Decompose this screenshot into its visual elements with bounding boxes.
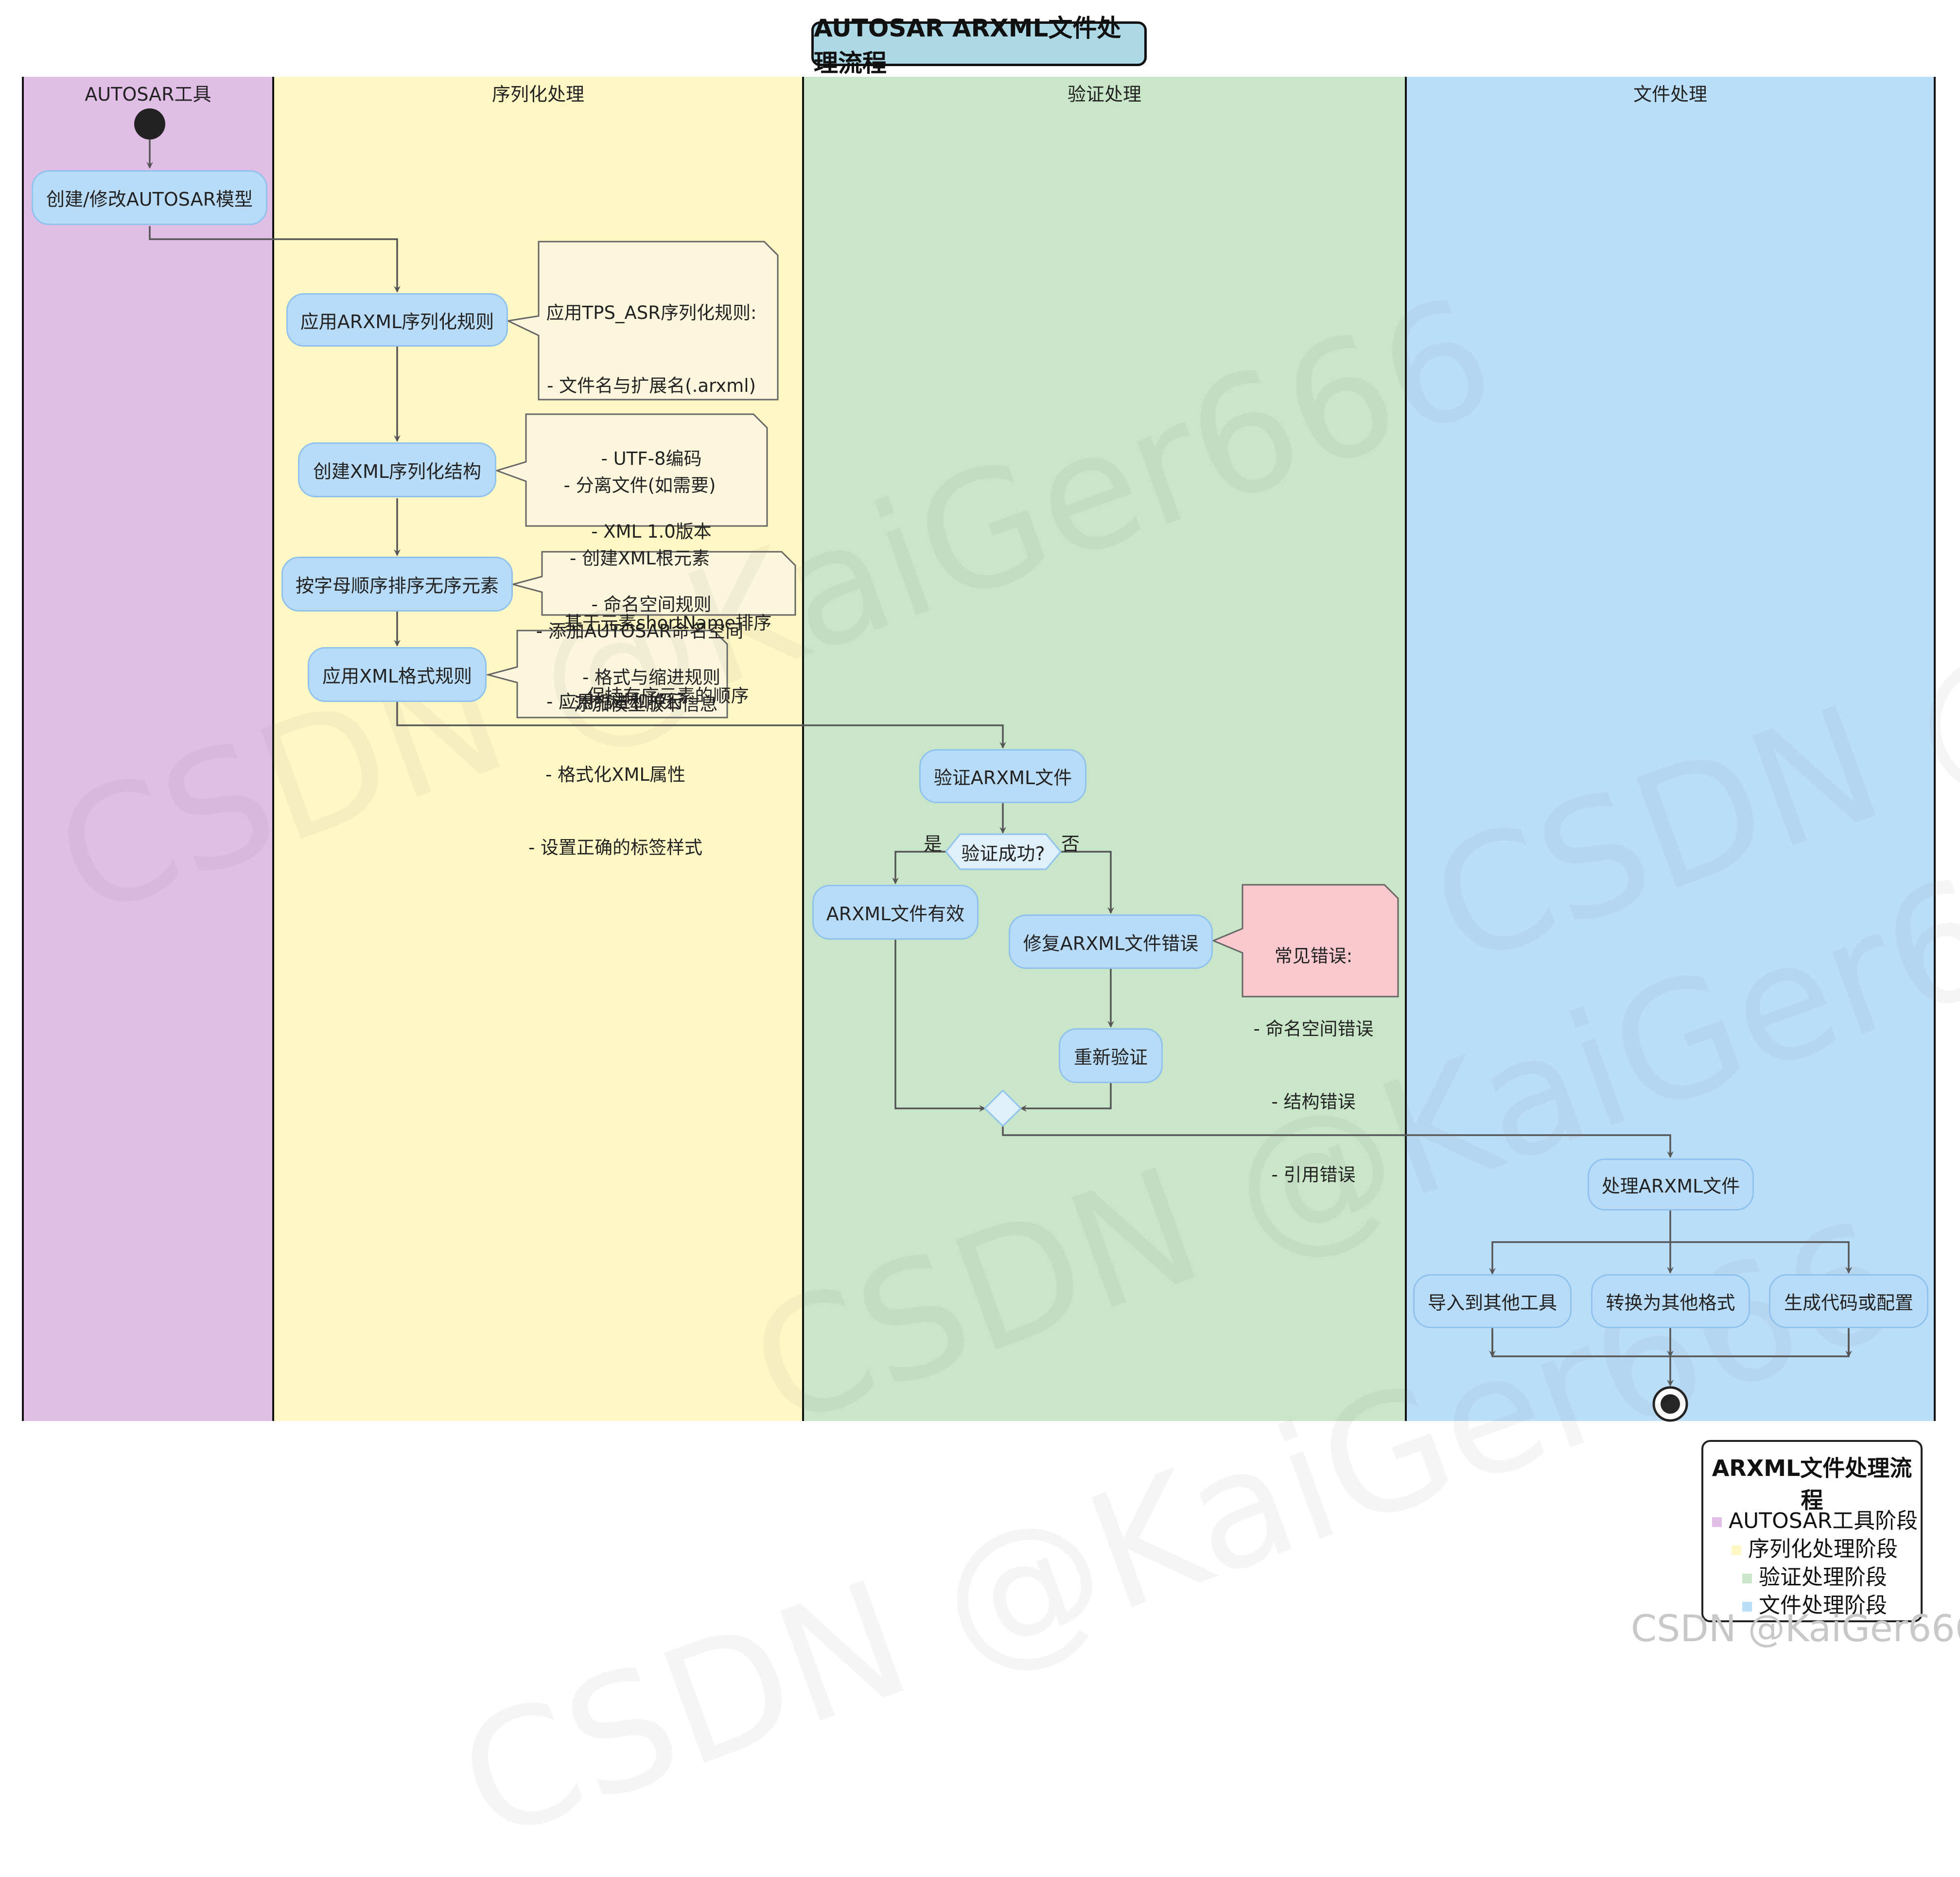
diagram-title: AUTOSAR ARXML文件处理流程: [811, 14, 1147, 77]
lane-label-autosar-tool: AUTOSAR工具: [85, 84, 211, 105]
note-rules-line: - 格式与缩进规则: [582, 667, 721, 688]
note-structure: - 分离文件(如需要) - 创建XML根元素 - 添加AUTOSAR命名空间 -…: [526, 418, 753, 770]
note-format-line: - 格式化XML属性: [545, 764, 685, 785]
legend-swatch-autosar-tool: [1712, 1517, 1722, 1527]
legend-swatch-validation: [1742, 1574, 1752, 1583]
lane-label-serialization: 序列化处理: [491, 84, 584, 105]
note-sort-line: - 基于元素shortName排序: [552, 613, 772, 633]
note-structure-line: - 添加模型版本信息: [561, 694, 718, 715]
legend-label: AUTOSAR工具阶段: [1729, 1509, 1918, 1533]
note-sort: - 基于元素shortName排序 - 保持有序元素的顺序: [542, 556, 782, 762]
legend-item-validation: 验证处理阶段: [1742, 1560, 1887, 1591]
decision-diamond: [945, 833, 1062, 870]
node-apply-format[interactable]: 应用XML格式规则: [308, 647, 487, 702]
note-errors-line: - 引用错误: [1271, 1164, 1356, 1185]
legend-label: 序列化处理阶段: [1748, 1537, 1898, 1561]
note-errors-line: - 命名空间错误: [1253, 1018, 1374, 1039]
node-apply-rules[interactable]: 应用ARXML序列化规则: [286, 293, 508, 347]
note-errors-line: - 结构错误: [1271, 1091, 1356, 1112]
note-rules-line: - 命名空间规则: [591, 594, 712, 615]
lane-validation: [803, 77, 1406, 1421]
note-rules-line: - XML 1.0版本: [591, 521, 712, 542]
legend-title: ARXML文件处理流程: [1712, 1455, 1912, 1513]
node-create-structure[interactable]: 创建XML序列化结构: [298, 442, 496, 497]
merge-diamond: [983, 1089, 1022, 1127]
legend-item-autosar-tool: AUTOSAR工具阶段: [1712, 1503, 1918, 1534]
legend: ARXML文件处理流程 AUTOSAR工具阶段 序列化处理阶段 验证处理阶段 文…: [1701, 1440, 1923, 1622]
start-node: [134, 108, 165, 140]
node-validate[interactable]: 验证ARXML文件: [919, 749, 1086, 803]
note-structure-shape: [494, 413, 768, 527]
footer-watermark: CSDN @KaiGer666: [1631, 1607, 1960, 1650]
note-rules-line: - 文件名与扩展名(.arxml): [547, 375, 756, 396]
note-rules: 应用TPS_ASR序列化规则: - 文件名与扩展名(.arxml) - UTF-…: [539, 246, 764, 743]
legend-label: 文件处理阶段: [1759, 1593, 1887, 1618]
note-rules-line: 应用TPS_ASR序列化规则:: [546, 302, 757, 323]
note-structure-line: - 添加AUTOSAR命名空间: [536, 621, 744, 642]
connectors: [146, 140, 1852, 1386]
diagram-canvas: [22, 77, 1936, 1422]
branch-label-no: 否: [1061, 833, 1080, 855]
node-process[interactable]: 处理ARXML文件: [1588, 1158, 1754, 1210]
note-format-line: - 应用缩进和换行: [546, 691, 685, 712]
note-format: - 应用缩进和换行 - 格式化XML属性 - 设置正确的标签样式: [517, 634, 714, 913]
branch-label-yes: 是: [924, 833, 943, 855]
lane-label-validation: 验证处理: [1067, 84, 1141, 105]
end-node-inner: [1661, 1394, 1680, 1414]
node-generate[interactable]: 生成代码或配置: [1769, 1274, 1928, 1328]
legend-item-serialization: 序列化处理阶段: [1732, 1531, 1898, 1562]
note-format-shape: [485, 630, 728, 719]
note-errors-line: 常见错误:: [1274, 946, 1353, 966]
lane-label-file-processing: 文件处理: [1633, 84, 1707, 105]
node-convert[interactable]: 转换为其他格式: [1591, 1274, 1750, 1328]
lane-autosar-tool: [23, 77, 273, 1421]
lane-dividers: [22, 77, 1936, 1421]
note-rules-shape: [505, 241, 779, 401]
decision-label: 验证成功?: [961, 842, 1045, 864]
note-errors: 常见错误: - 命名空间错误 - 结构错误 - 引用错误: [1242, 889, 1384, 1241]
node-sort-elements[interactable]: 按字母顺序排序无序元素: [281, 557, 513, 612]
note-structure-line: - 分离文件(如需要): [563, 475, 716, 496]
legend-item-file-processing: 文件处理阶段: [1742, 1588, 1887, 1619]
legend-label: 验证处理阶段: [1759, 1565, 1887, 1590]
node-valid[interactable]: ARXML文件有效: [812, 885, 979, 940]
node-import[interactable]: 导入到其他工具: [1413, 1274, 1572, 1328]
legend-swatch-serialization: [1732, 1545, 1741, 1555]
activity-diagram: CSDN @KaiGer666 CSDN @KaiGer666 CSDN @Ka…: [22, 14, 1960, 1650]
note-sort-shape: [510, 551, 796, 616]
note-structure-line: - 创建XML根元素: [570, 548, 710, 569]
note-rules-line: - UTF-8编码: [601, 448, 702, 469]
note-errors-shape: [1211, 884, 1399, 998]
note-sort-line: - 保持有序元素的顺序: [575, 685, 749, 706]
note-format-line: - 设置正确的标签样式: [528, 837, 703, 858]
legend-swatch-file-processing: [1742, 1602, 1752, 1612]
node-revalidate[interactable]: 重新验证: [1059, 1028, 1163, 1083]
node-create-model[interactable]: 创建/修改AUTOSAR模型: [32, 170, 267, 225]
node-fix-errors[interactable]: 修复ARXML文件错误: [1009, 914, 1213, 969]
